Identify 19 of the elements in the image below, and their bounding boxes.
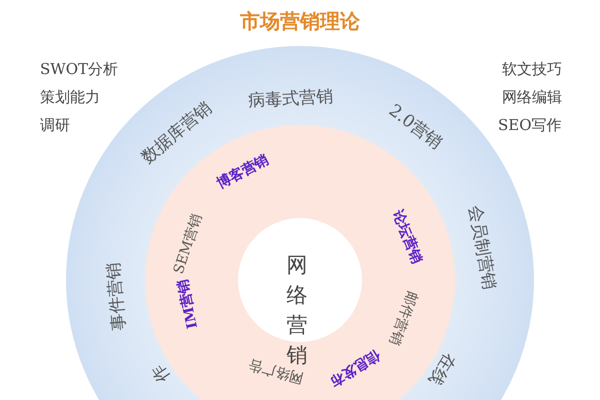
ring-label: 信息发布 [326, 346, 384, 391]
title: 市场营销理论 [239, 8, 361, 35]
skill-label: 软文技巧 [502, 60, 562, 79]
ring-label: 2.0营销 [384, 100, 447, 154]
skill-label: 网络编辑 [502, 88, 562, 107]
center-label: 网络营销 [286, 252, 320, 367]
ring-label: 邮件营销 [385, 288, 422, 347]
skill-label: SEO写作 [498, 116, 562, 135]
ring-label: 论坛营销 [388, 208, 426, 266]
ring-label: 在线 [424, 348, 461, 390]
ring-label: 作 [147, 360, 175, 388]
skill-label: 调研 [40, 116, 70, 135]
ring-label: SEM营销 [170, 211, 206, 276]
ring-label: 事件营销 [102, 261, 130, 331]
ring-label: IM营销 [174, 278, 202, 330]
ring-label: 会员制营销 [463, 204, 500, 292]
skill-label: 策划能力 [40, 88, 100, 107]
skill-label: SWOT分析 [40, 60, 118, 79]
ring-label: 病毒式营销 [247, 86, 334, 112]
